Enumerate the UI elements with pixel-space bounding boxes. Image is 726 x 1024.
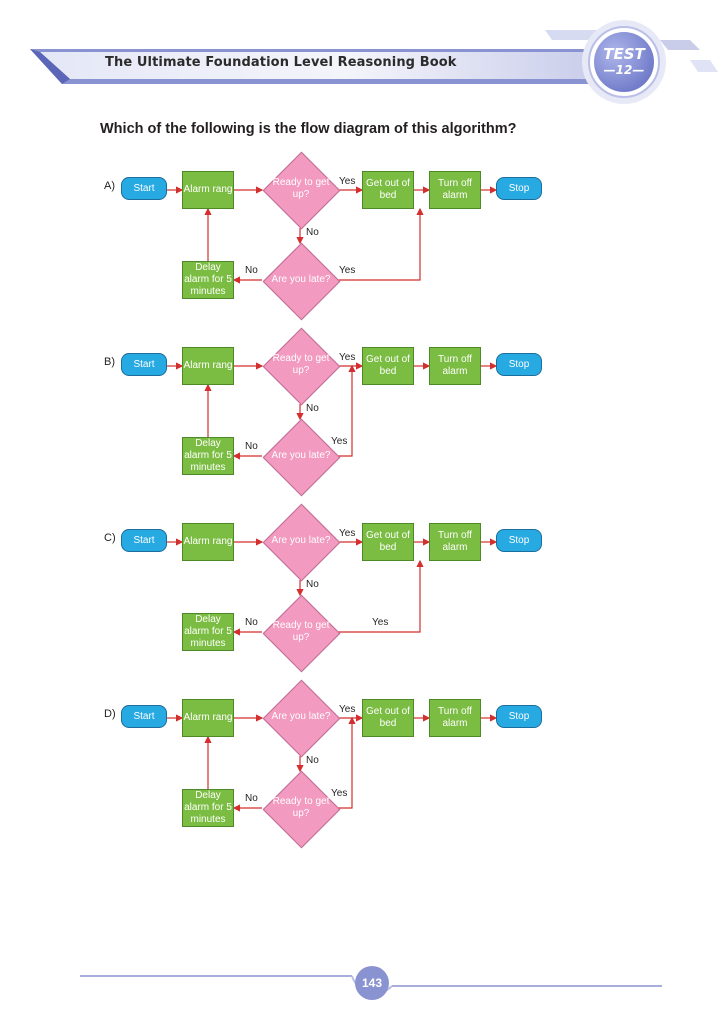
start-node: Start [121,353,167,376]
edge-label-no-down: No [306,579,319,590]
option-label: B) [104,356,115,368]
test-badge: TEST —12— [594,46,654,78]
edge-label-no-down: No [306,227,319,238]
turn-off-alarm-box: Turn off alarm [429,347,481,385]
turn-off-alarm-box: Turn off alarm [429,171,481,209]
edge-label-no-left: No [245,617,258,628]
edge-label-no-left: No [245,793,258,804]
delay-alarm-box: Delay alarm for 5 minutes [182,261,234,299]
connector-8 [338,207,424,281]
flow-arrows [167,714,498,812]
edge-label-yes-bottom: Yes [339,265,356,276]
alarm-rang-box: Alarm rang [182,523,234,561]
header-banner [30,20,718,104]
edge-label-yes-top: Yes [339,176,356,187]
edge-label-no-down: No [306,403,319,414]
decision-2-text: Are you late? [271,450,331,461]
test-badge-line2: —12— [603,63,645,77]
flow-arrows [167,362,498,460]
edge-label-no-down: No [306,755,319,766]
start-node: Start [121,705,167,728]
edge-label-yes-top: Yes [339,704,356,715]
option-label: D) [104,708,116,720]
turn-off-alarm-box: Turn off alarm [429,699,481,737]
option-c: C) Start Alarm rang Are you late? Get ou… [0,503,726,700]
book-title: The Ultimate Foundation Level Reasoning … [105,55,457,70]
edge-label-no-left: No [245,441,258,452]
option-d: D) Start Alarm rang Are you late? Get ou… [0,679,726,876]
connector-8 [338,364,356,457]
decision-2-text: Ready to get up? [272,620,330,643]
start-node: Start [121,529,167,552]
stop-node: Stop [496,705,542,728]
test-badge-line1: TEST [603,45,645,63]
connector-7 [338,559,424,633]
stop-node: Stop [496,353,542,376]
page-number: 143 [361,976,383,990]
delay-alarm-box: Delay alarm for 5 minutes [182,613,234,651]
edge-label-no-left: No [245,265,258,276]
alarm-rang-box: Alarm rang [182,171,234,209]
edge-label-yes-top: Yes [339,352,356,363]
alarm-rang-box: Alarm rang [182,347,234,385]
flow-arrows [167,538,498,636]
edge-label-yes-top: Yes [339,528,356,539]
flow-arrows [167,186,498,284]
edge-label-yes-bottom: Yes [331,436,348,447]
get-out-of-bed-box: Get out of bed [362,699,414,737]
decision-1-text: Ready to get up? [272,177,330,200]
alarm-rang-box: Alarm rang [182,699,234,737]
get-out-of-bed-box: Get out of bed [362,523,414,561]
decision-2-text: Are you late? [271,274,331,285]
get-out-of-bed-box: Get out of bed [362,171,414,209]
connector-8 [338,716,356,809]
decision-1-text: Are you late? [271,711,331,722]
decision-1-text: Ready to get up? [272,353,330,376]
footer-decoration [80,966,662,1000]
get-out-of-bed-box: Get out of bed [362,347,414,385]
stop-node: Stop [496,529,542,552]
option-a: A) Start Alarm rang Ready to get up? Get… [0,151,726,348]
delay-alarm-box: Delay alarm for 5 minutes [182,789,234,827]
stop-node: Stop [496,177,542,200]
decision-1-text: Are you late? [271,535,331,546]
option-label: A) [104,180,115,192]
edge-label-yes-bottom: Yes [331,788,348,799]
start-node: Start [121,177,167,200]
edge-label-yes-bottom: Yes [372,617,389,628]
question-text: Which of the following is the flow diagr… [100,121,517,137]
option-b: B) Start Alarm rang Ready to get up? Get… [0,327,726,524]
turn-off-alarm-box: Turn off alarm [429,523,481,561]
option-label: C) [104,532,116,544]
delay-alarm-box: Delay alarm for 5 minutes [182,437,234,475]
decision-2-text: Ready to get up? [272,796,330,819]
